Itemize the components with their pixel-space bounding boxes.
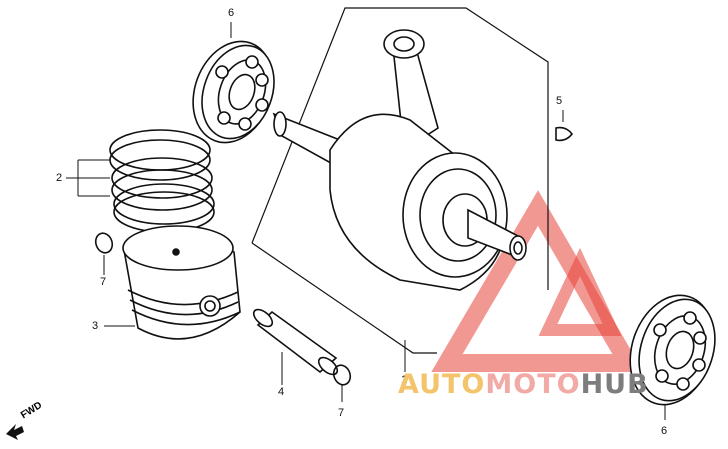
piston xyxy=(122,225,241,340)
forward-arrow-icon xyxy=(6,424,24,440)
callout-bearing-bottom: 6 xyxy=(661,425,668,437)
crankshaft-group-frame xyxy=(251,7,549,354)
leader-lines xyxy=(66,22,666,420)
callout-clip-left: 7 xyxy=(100,276,107,288)
watermark-part-auto: AUTO xyxy=(398,369,486,400)
watermark-part-moto: MOTO xyxy=(485,369,581,400)
bearing-top xyxy=(192,40,275,144)
piston-rings xyxy=(109,129,215,233)
callout-bearing-top: 6 xyxy=(228,7,235,19)
callout-piston-pin: 4 xyxy=(278,386,285,398)
callout-clip-right: 7 xyxy=(338,407,345,419)
watermark-part-hub: HUB xyxy=(580,369,649,400)
callout-woodruff-key: 5 xyxy=(556,95,563,107)
piston-pin-clip-left xyxy=(94,232,114,254)
piston-pin xyxy=(252,308,339,376)
crankshaft-assembly xyxy=(272,29,527,291)
callout-piston-rings: 2 xyxy=(56,172,63,184)
watermark-text: AUTOMOTOHUB xyxy=(398,370,649,400)
bearing-bottom xyxy=(629,294,716,406)
callout-piston: 3 xyxy=(92,320,99,332)
watermark-logo-triangles xyxy=(431,190,644,372)
callout-crankshaft: 1 xyxy=(401,374,408,386)
piston-pin-clip-right xyxy=(332,364,352,386)
woodruff-key xyxy=(555,126,574,142)
